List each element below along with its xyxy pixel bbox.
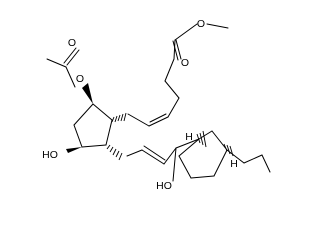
acetate-c-o-bond <box>65 66 76 88</box>
acetate-carbonyl-o-label: O <box>68 37 76 49</box>
hash-bond <box>111 112 127 123</box>
side-chain-hydroxyl-label: HO <box>156 180 172 192</box>
stereo-h-label: H <box>185 131 193 143</box>
ring-bond <box>213 149 228 177</box>
ring-bond <box>81 144 107 148</box>
ring-bond <box>211 130 228 151</box>
ring-bond <box>175 138 200 149</box>
acetate-ester-o-label: O <box>76 73 84 85</box>
acetate-methyl-bond <box>46 58 67 68</box>
trans-double-bond <box>141 149 165 165</box>
ring-bond <box>178 155 192 179</box>
chain-bond <box>126 149 143 157</box>
chain-bond <box>127 113 150 127</box>
methoxy-bond <box>206 23 229 29</box>
bonds <box>46 23 271 182</box>
ring-bond <box>73 124 83 148</box>
propyl-bond <box>243 154 263 164</box>
acetate-carbonyl-bond-2 <box>63 47 77 64</box>
hash-bond <box>223 143 234 157</box>
ring-hydroxyl-label: HO <box>42 149 58 161</box>
chain-bond <box>173 39 176 60</box>
trans-double-bond-2 <box>143 145 166 161</box>
structure-diagram: O O O O HO HO H H <box>42 18 271 192</box>
propyl-bond <box>261 154 271 173</box>
ring-bond <box>105 119 113 146</box>
chain-bond <box>164 80 180 99</box>
cis-double-bond <box>148 116 169 127</box>
wedge-bond <box>82 83 93 104</box>
ester-carbonyl-bond-2 <box>175 39 182 60</box>
ring-bond <box>178 138 200 157</box>
wedge-bond <box>66 147 82 153</box>
chain-bond <box>164 58 175 82</box>
hash-bond <box>196 130 207 148</box>
ring-bond <box>190 175 215 179</box>
ring-bond <box>92 103 113 121</box>
stereo-h-label: H <box>230 158 238 170</box>
acetate-carbonyl-bond <box>66 49 80 66</box>
ring-bond <box>73 103 94 126</box>
ester-o-bond <box>174 23 198 41</box>
hydroxyl-bond <box>172 147 177 182</box>
cis-double-bond-2 <box>149 113 167 123</box>
chain-bond <box>167 97 180 118</box>
methyl-ester-o-label: O <box>197 18 205 30</box>
methyl-carbonyl-o-label: O <box>181 57 189 69</box>
ester-carbonyl-bond <box>172 40 179 61</box>
hash-bond <box>106 144 123 161</box>
chain-bond <box>163 147 177 165</box>
structure-svg: O O O O HO HO H H <box>42 18 271 192</box>
